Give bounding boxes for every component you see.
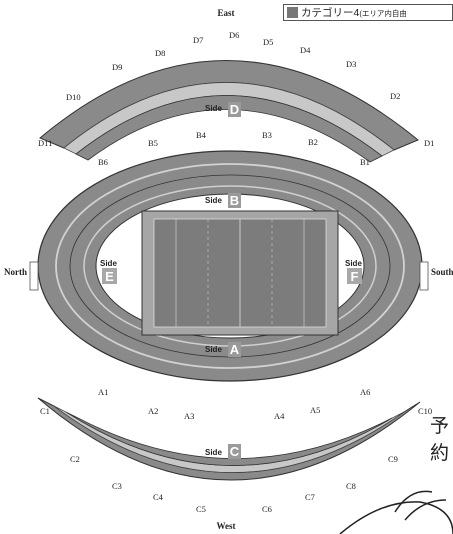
- side-a-label[interactable]: Side A: [205, 342, 241, 357]
- west-label: West: [217, 521, 236, 531]
- block-d7: D7: [193, 35, 203, 45]
- svg-text:F: F: [351, 269, 359, 284]
- block-c1: C1: [40, 406, 50, 416]
- svg-text:Side: Side: [345, 259, 362, 268]
- block-d4: D4: [300, 45, 311, 55]
- mascot-illustration: [339, 490, 453, 534]
- north-side-bar: [29, 261, 39, 291]
- side-f-label[interactable]: Side F: [345, 259, 362, 284]
- block-c6: C6: [262, 504, 272, 514]
- block-a2: A2: [148, 406, 158, 416]
- block-d8: D8: [155, 48, 165, 58]
- block-c2: C2: [70, 454, 80, 464]
- block-d9: D9: [112, 62, 122, 72]
- block-d1: D1: [424, 138, 434, 148]
- block-d3: D3: [346, 59, 356, 69]
- block-c10: C10: [418, 406, 432, 416]
- block-d6: D6: [229, 30, 239, 40]
- svg-text:C: C: [230, 444, 240, 459]
- cropped-reservation-text: 予約: [430, 416, 450, 464]
- legend-text: カテゴリー4(エリア内自由: [301, 7, 407, 19]
- south-label: South: [431, 267, 453, 277]
- legend-swatch: [287, 7, 298, 18]
- svg-text:Side: Side: [205, 104, 222, 113]
- block-d5: D5: [263, 37, 273, 47]
- side-b-label[interactable]: Side B: [205, 193, 241, 208]
- block-b6: B6: [98, 157, 108, 167]
- block-b2: B2: [308, 137, 318, 147]
- block-b1: B1: [360, 157, 370, 167]
- block-c7: C7: [305, 492, 315, 502]
- block-b3: B3: [262, 130, 272, 140]
- side-d-label[interactable]: Side D: [205, 102, 241, 117]
- svg-text:D: D: [230, 102, 239, 117]
- svg-text:B: B: [230, 193, 239, 208]
- legend-box: カテゴリー4(エリア内自由: [283, 4, 453, 21]
- svg-text:Side: Side: [205, 196, 222, 205]
- south-side-bar: [419, 261, 429, 291]
- east-upper-stand[interactable]: [39, 60, 419, 163]
- svg-text:Side: Side: [205, 448, 222, 457]
- north-label: North: [4, 267, 27, 277]
- east-label: East: [217, 8, 234, 18]
- pitch: [141, 210, 339, 336]
- block-a6: A6: [360, 387, 370, 397]
- block-b5: B5: [148, 138, 158, 148]
- side-e-label[interactable]: Side E: [100, 259, 117, 284]
- block-c5: C5: [196, 504, 206, 514]
- svg-text:A: A: [230, 342, 240, 357]
- side-c-label[interactable]: Side C: [205, 444, 241, 459]
- svg-text:Side: Side: [205, 345, 222, 354]
- block-a4: A4: [274, 411, 285, 421]
- block-d10: D10: [66, 92, 81, 102]
- block-d2: D2: [390, 91, 400, 101]
- svg-text:Side: Side: [100, 259, 117, 268]
- block-a3: A3: [184, 411, 194, 421]
- block-d11: D11: [38, 138, 52, 148]
- west-lower-stand[interactable]: [37, 397, 421, 481]
- block-c9: C9: [388, 454, 398, 464]
- block-c4: C4: [153, 492, 164, 502]
- svg-text:E: E: [105, 269, 114, 284]
- block-a5: A5: [310, 405, 320, 415]
- block-b4: B4: [196, 130, 207, 140]
- block-c3: C3: [112, 481, 122, 491]
- block-c8: C8: [346, 481, 356, 491]
- block-a1: A1: [98, 387, 108, 397]
